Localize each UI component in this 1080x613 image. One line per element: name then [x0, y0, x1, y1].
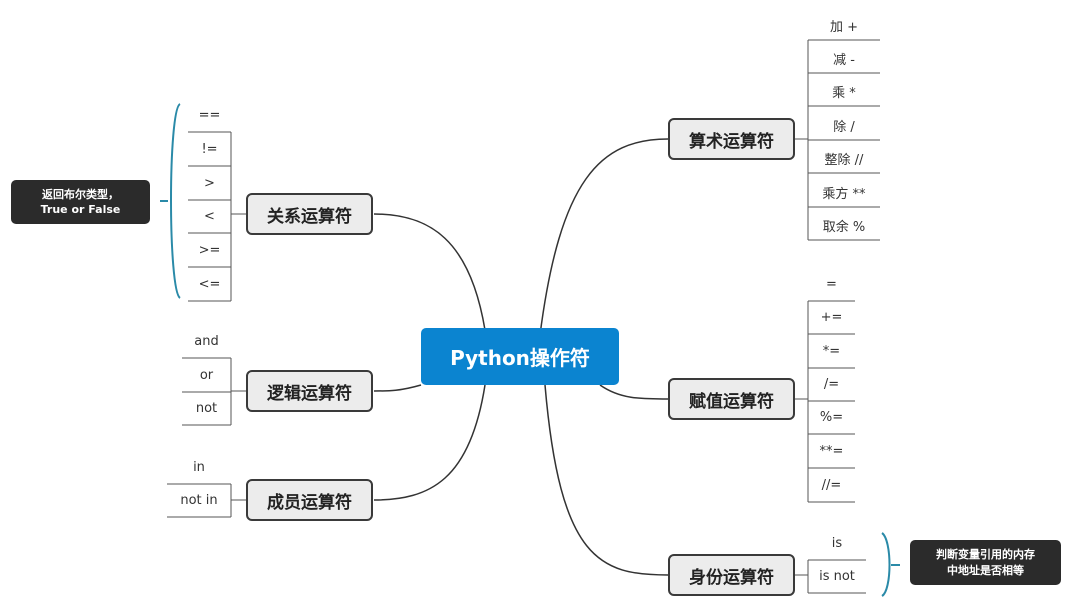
- leaf-item[interactable]: %=: [819, 410, 844, 425]
- leaf-item[interactable]: 除 /: [833, 120, 855, 135]
- leaf-item[interactable]: **=: [819, 444, 844, 459]
- leaf-item[interactable]: 取余 %: [822, 220, 866, 235]
- leaf-item[interactable]: not: [195, 401, 218, 416]
- leaf-item[interactable]: ==: [198, 108, 221, 123]
- note-line: 中地址是否相等: [947, 563, 1024, 577]
- leaf-connector: [167, 483, 246, 518]
- identity-note[interactable]: 判断变量引用的内存中地址是否相等: [910, 540, 1061, 585]
- leaf-item[interactable]: +=: [820, 310, 843, 325]
- leaf-item[interactable]: and: [194, 334, 219, 349]
- leaf-item[interactable]: 乘方 **: [822, 187, 866, 202]
- branch-assignment[interactable]: 赋值运算符: [668, 378, 795, 420]
- leaf-item[interactable]: in: [193, 460, 205, 475]
- leaf-item[interactable]: 乘 *: [832, 86, 856, 101]
- leaf-connector: [795, 39, 880, 241]
- branch-membership[interactable]: 成员运算符: [246, 479, 373, 521]
- branch-arithmetic[interactable]: 算术运算符: [668, 118, 795, 160]
- comparison-note[interactable]: 返回布尔类型， True or False: [11, 180, 150, 224]
- leaf-connector: [182, 357, 246, 426]
- leaf-item[interactable]: >=: [198, 243, 221, 258]
- leaf-connector: [795, 300, 855, 503]
- note-line: 判断变量引用的内存: [936, 548, 1035, 562]
- leaf-item[interactable]: 加 +: [829, 20, 859, 35]
- leaf-item[interactable]: <: [204, 209, 215, 224]
- branch-logical[interactable]: 逻辑运算符: [246, 370, 373, 412]
- leaf-item[interactable]: not in: [180, 493, 218, 508]
- note-line: True or False: [40, 203, 121, 216]
- leaf-item[interactable]: is not: [819, 569, 855, 584]
- leaf-item[interactable]: is: [831, 536, 843, 551]
- leaf-item[interactable]: //=: [821, 478, 842, 493]
- leaf-item[interactable]: 减 -: [833, 53, 855, 68]
- leaf-item[interactable]: <=: [198, 277, 221, 292]
- leaf-connector: [795, 559, 866, 594]
- leaf-connector: [188, 131, 246, 302]
- branch-comparison[interactable]: 关系运算符: [246, 193, 373, 235]
- leaf-item[interactable]: =: [826, 277, 837, 292]
- leaf-item[interactable]: 整除 //: [824, 153, 864, 168]
- note-line: 返回布尔类型，: [41, 187, 119, 201]
- leaf-item[interactable]: !=: [201, 142, 218, 157]
- leaf-item[interactable]: >: [204, 176, 215, 191]
- branch-identity[interactable]: 身份运算符: [668, 554, 795, 596]
- leaf-item[interactable]: or: [199, 368, 214, 383]
- central-topic[interactable]: Python操作符: [421, 328, 619, 385]
- leaf-item[interactable]: *=: [822, 344, 841, 359]
- leaf-item[interactable]: /=: [823, 377, 840, 392]
